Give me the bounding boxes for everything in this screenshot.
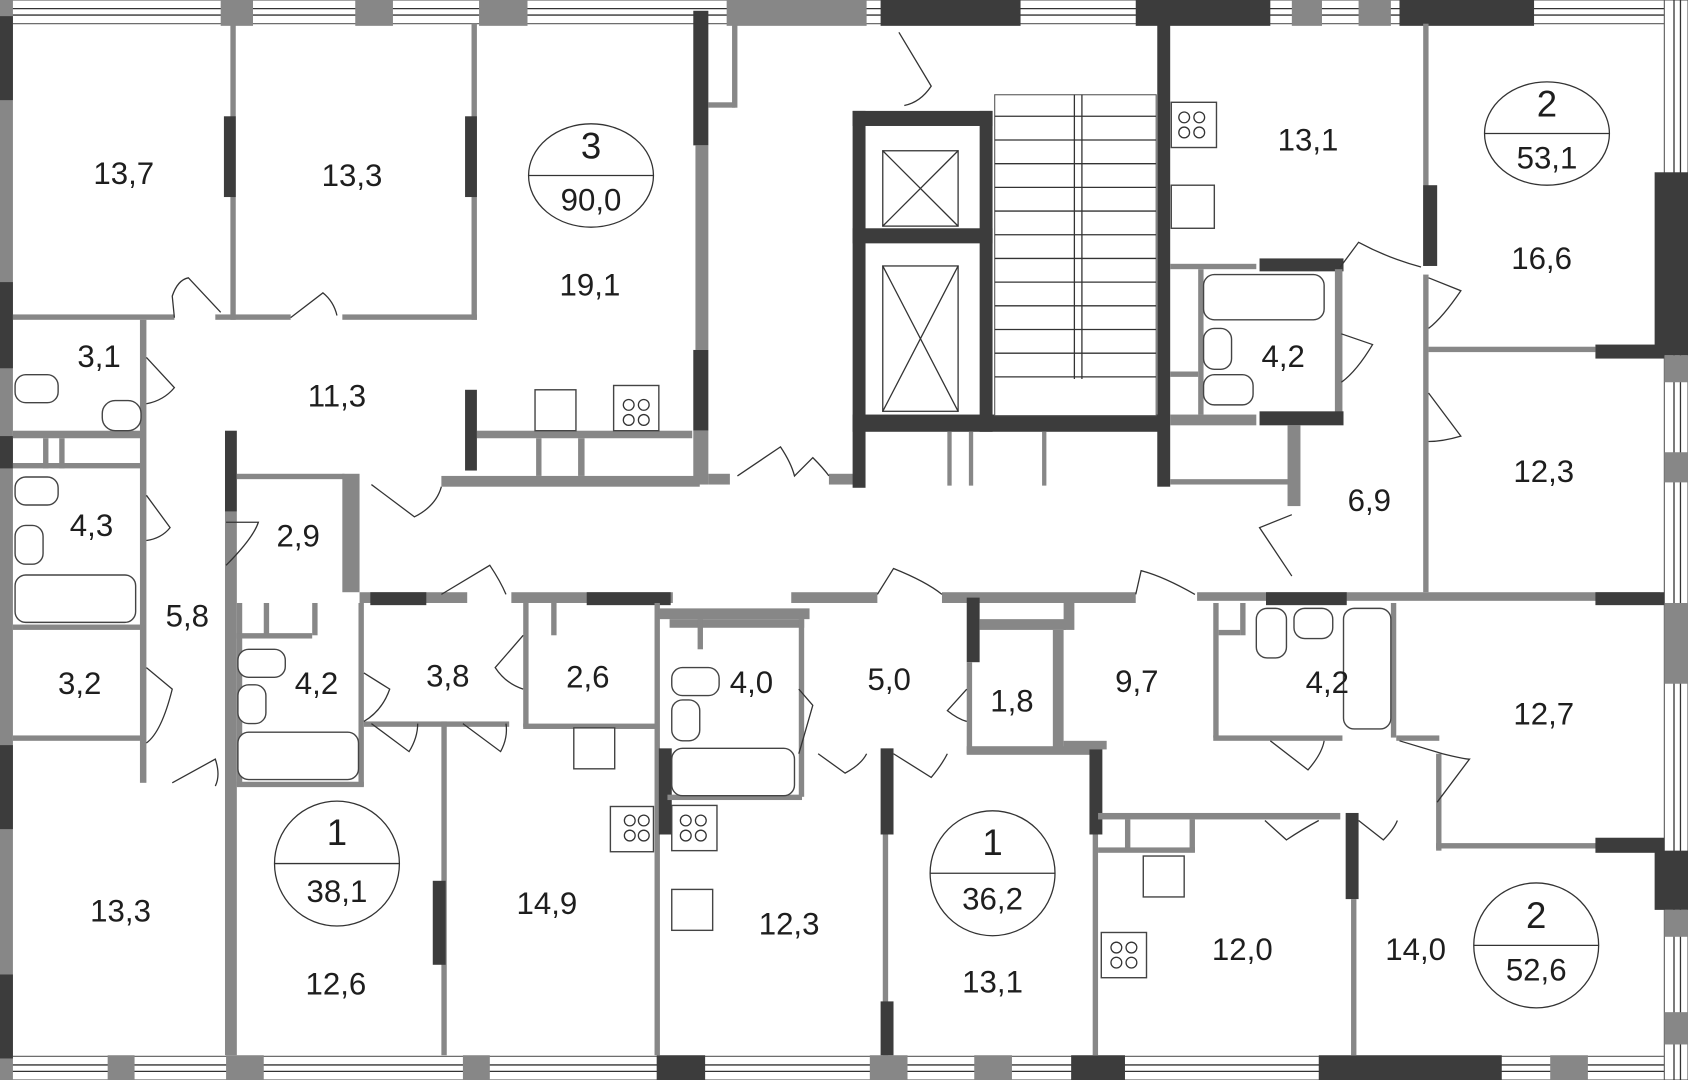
bathtub-icon (14, 574, 137, 624)
stove-icon (609, 805, 655, 853)
sink-icon (671, 699, 701, 742)
room-area[interactable]: 12,7 (1513, 696, 1574, 731)
elevator-small (882, 150, 959, 227)
fixtures (14, 101, 1392, 979)
room-area[interactable]: 5,0 (868, 662, 911, 697)
room-area[interactable]: 14,9 (516, 886, 577, 921)
apartment-rooms: 2 (1537, 83, 1557, 124)
apartment-rooms: 2 (1526, 895, 1546, 936)
room-area[interactable]: 12,6 (305, 967, 366, 1002)
room-area[interactable]: 13,1 (962, 964, 1023, 999)
room-area[interactable]: 12,3 (1513, 454, 1574, 489)
room-area[interactable]: 16,6 (1511, 241, 1572, 276)
room-area[interactable]: 13,3 (90, 893, 151, 928)
room-area[interactable]: 4,2 (1262, 339, 1305, 374)
apartment-area: 38,1 (307, 874, 368, 909)
toilet-icon (1202, 374, 1254, 406)
room-area[interactable]: 13,3 (322, 158, 383, 193)
room-area[interactable]: 6,9 (1348, 483, 1391, 518)
room-area[interactable]: 4,0 (730, 665, 773, 700)
room-area[interactable]: 12,0 (1212, 932, 1273, 967)
apartment-rooms: 1 (327, 812, 347, 853)
stove-icon (1170, 101, 1218, 149)
toilet-icon (14, 476, 59, 506)
apartment-area: 90,0 (561, 183, 622, 218)
toilet-icon (671, 666, 720, 697)
room-area[interactable]: 12,3 (759, 906, 820, 941)
room-area[interactable]: 1,8 (990, 683, 1033, 718)
room-area[interactable]: 4,2 (295, 666, 338, 701)
room-area[interactable]: 9,7 (1115, 664, 1158, 699)
room-area[interactable]: 13,7 (93, 156, 154, 191)
apartment-area: 52,6 (1506, 953, 1567, 988)
room-area[interactable]: 3,2 (58, 666, 101, 701)
room-area[interactable]: 4,2 (1306, 665, 1349, 700)
apartment-badge-apt-3[interactable]: 3 90,0 (527, 123, 655, 228)
apartment-area: 53,1 (1517, 141, 1578, 176)
apartment-badge-apt-1-left[interactable]: 1 38,1 (273, 800, 401, 927)
room-area[interactable]: 4,3 (70, 508, 113, 543)
apartment-badge-apt-2-bottom[interactable]: 2 52,6 (1473, 882, 1600, 1009)
room-area[interactable]: 14,0 (1385, 932, 1446, 967)
apartment-badge-apt-1-mid[interactable]: 1 36,2 (929, 810, 1056, 937)
bathtub-icon (1342, 607, 1392, 730)
room-area[interactable]: 13,1 (1278, 122, 1339, 157)
apartment-area: 36,2 (962, 882, 1023, 917)
toilet-icon (14, 374, 59, 404)
kitchen-sink-icon (1142, 855, 1185, 898)
kitchen-sink-icon (1170, 184, 1216, 229)
room-area[interactable]: 2,9 (276, 519, 319, 554)
apartment-rooms: 1 (982, 822, 1002, 863)
kitchen-sink-icon (573, 727, 616, 770)
interior-walls (12, 10, 1665, 1056)
toilet-icon (237, 648, 286, 678)
sink-icon (14, 524, 44, 565)
sink-icon (1293, 607, 1334, 640)
apartment-badge-apt-2-top[interactable]: 2 53,1 (1483, 81, 1611, 186)
sink-icon (101, 399, 142, 432)
room-area[interactable]: 2,6 (566, 660, 609, 695)
sink-icon (237, 684, 267, 725)
room-area[interactable]: 3,1 (77, 339, 120, 374)
stairwell (994, 94, 1157, 417)
stove-icon (612, 384, 660, 432)
room-area[interactable]: 3,8 (426, 659, 469, 694)
doors (145, 31, 1471, 841)
sink-icon (1202, 327, 1233, 371)
stove-icon (1100, 931, 1148, 979)
room-labels: 13,7 13,3 19,1 3,1 11,3 4,3 2,9 5,8 3,2 … (58, 122, 1574, 1001)
toilet-icon (1255, 607, 1288, 659)
bathtub-icon (671, 747, 796, 797)
apartment-rooms: 3 (581, 125, 601, 166)
room-area[interactable]: 11,3 (308, 379, 366, 414)
kitchen-sink-icon (671, 888, 714, 932)
room-area[interactable]: 5,8 (166, 598, 209, 633)
kitchen-sink-icon (534, 389, 577, 432)
stove-icon (671, 804, 718, 852)
elevator-large (882, 265, 959, 413)
room-area[interactable]: 19,1 (560, 268, 621, 303)
bathtub-icon (237, 731, 360, 781)
bathtub-icon (1202, 273, 1325, 321)
